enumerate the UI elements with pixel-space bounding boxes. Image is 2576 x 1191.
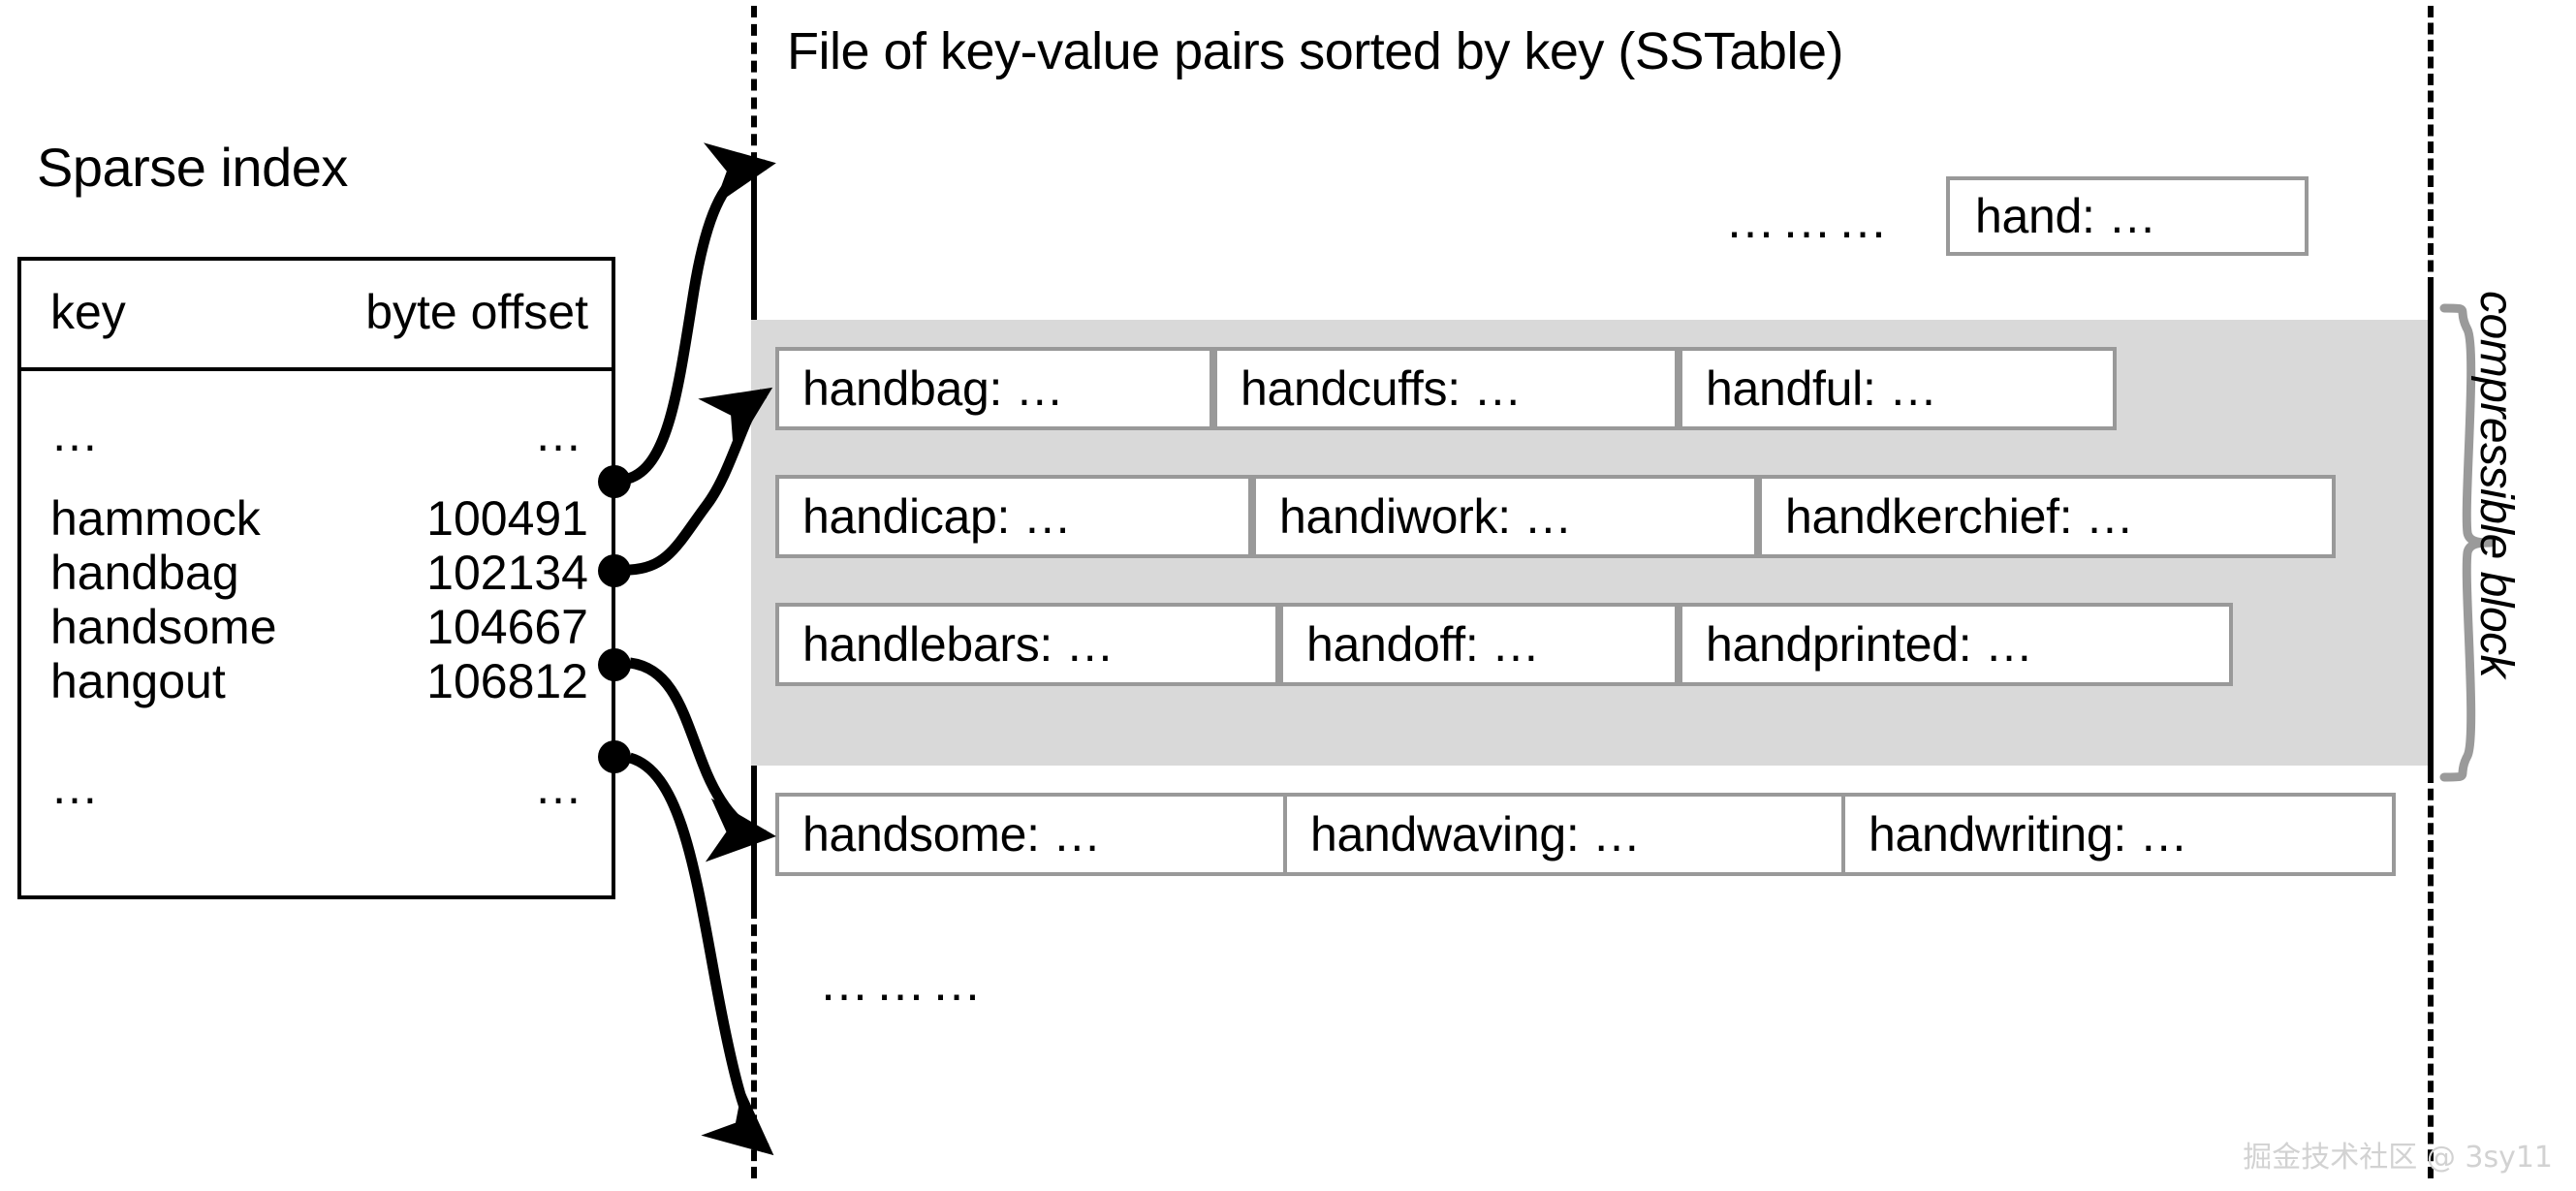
table-row[interactable]: hangout 106812 [21, 653, 612, 708]
column-header-key: key [50, 285, 126, 339]
sstable-entry-hand[interactable]: hand: … [1946, 176, 2309, 256]
row-key: hangout [50, 654, 226, 708]
sstable-entry[interactable]: handsome: … [775, 793, 1287, 876]
sstable-entry[interactable]: handlebars: … [775, 603, 1279, 686]
sparse-index-body: … … hammock 100491 handbag 102134 handso… [21, 371, 612, 895]
row-key: handbag [50, 546, 239, 600]
sstable-entry-row: handsome: … handwaving: … handwriting: … [775, 793, 2396, 876]
compressible-block-brace-icon [2439, 303, 2496, 782]
sparse-index-title: Sparse index [37, 137, 348, 198]
row-key: … [50, 760, 105, 814]
file-left-boundary-dashed-top [751, 6, 757, 182]
table-row[interactable]: handbag 102134 [21, 545, 612, 600]
arrow-handsome-to-handsome-row [628, 657, 776, 862]
row-key: … [50, 407, 105, 461]
sstable-title: File of key-value pairs sorted by key (S… [787, 22, 1843, 80]
sstable-entry[interactable]: handprinted: … [1679, 603, 2233, 686]
bottom-ellipsis: ……… [819, 956, 988, 1012]
sstable-entry-row: handlebars: … handoff: … handprinted: … [775, 603, 2233, 686]
sstable-entry[interactable]: handful: … [1679, 347, 2117, 430]
file-right-boundary-dashed-top [2428, 6, 2434, 289]
file-right-boundary-solid [2428, 289, 2434, 771]
row-offset: 102134 [426, 546, 588, 600]
row-key: hammock [50, 491, 261, 546]
table-row[interactable]: handsome 104667 [21, 599, 612, 654]
row-key: handsome [50, 600, 277, 654]
file-left-boundary-dashed-bottom [751, 907, 757, 1178]
arrow-handbag-to-handbag-row [629, 387, 773, 576]
sstable-entry[interactable]: handbag: … [775, 347, 1213, 430]
sstable-entry[interactable]: handwaving: … [1285, 793, 1845, 876]
sparse-index-header-row: key byte offset [21, 261, 612, 371]
row-offset: 100491 [426, 491, 588, 546]
row-offset: … [534, 407, 588, 461]
compressible-block-label: compressible block [2470, 291, 2522, 678]
row-offset: … [534, 760, 588, 814]
sstable-entry[interactable]: handcuffs: … [1213, 347, 1679, 430]
sstable-entry[interactable]: handkerchief: … [1758, 475, 2336, 558]
table-row[interactable]: hammock 100491 [21, 490, 612, 546]
column-header-byte-offset: byte offset [365, 285, 588, 339]
arrow-hangout-to-file-end [628, 752, 774, 1156]
sstable-entry[interactable]: handiwork: … [1252, 475, 1758, 558]
table-row[interactable]: … … [21, 759, 612, 814]
sstable-entry-row: handicap: … handiwork: … handkerchief: … [775, 475, 2336, 558]
sparse-index-table: key byte offset … … hammock 100491 handb… [17, 257, 615, 899]
sstable-entry[interactable]: handicap: … [775, 475, 1252, 558]
file-right-boundary-dashed-bottom [2428, 771, 2434, 1178]
row-offset: 104667 [426, 600, 588, 654]
watermark: 掘金技术社区 @ 3sy11 [2243, 1141, 2553, 1175]
row-offset: 106812 [426, 654, 588, 708]
sstable-entry[interactable]: handwriting: … [1843, 793, 2396, 876]
table-row[interactable]: … … [21, 406, 612, 461]
top-ellipsis: ……… [1725, 193, 1894, 249]
arrow-hammock-to-file-start [626, 142, 776, 485]
sstable-entry[interactable]: handoff: … [1279, 603, 1679, 686]
sstable-entry-row: handbag: … handcuffs: … handful: … [775, 347, 2117, 430]
